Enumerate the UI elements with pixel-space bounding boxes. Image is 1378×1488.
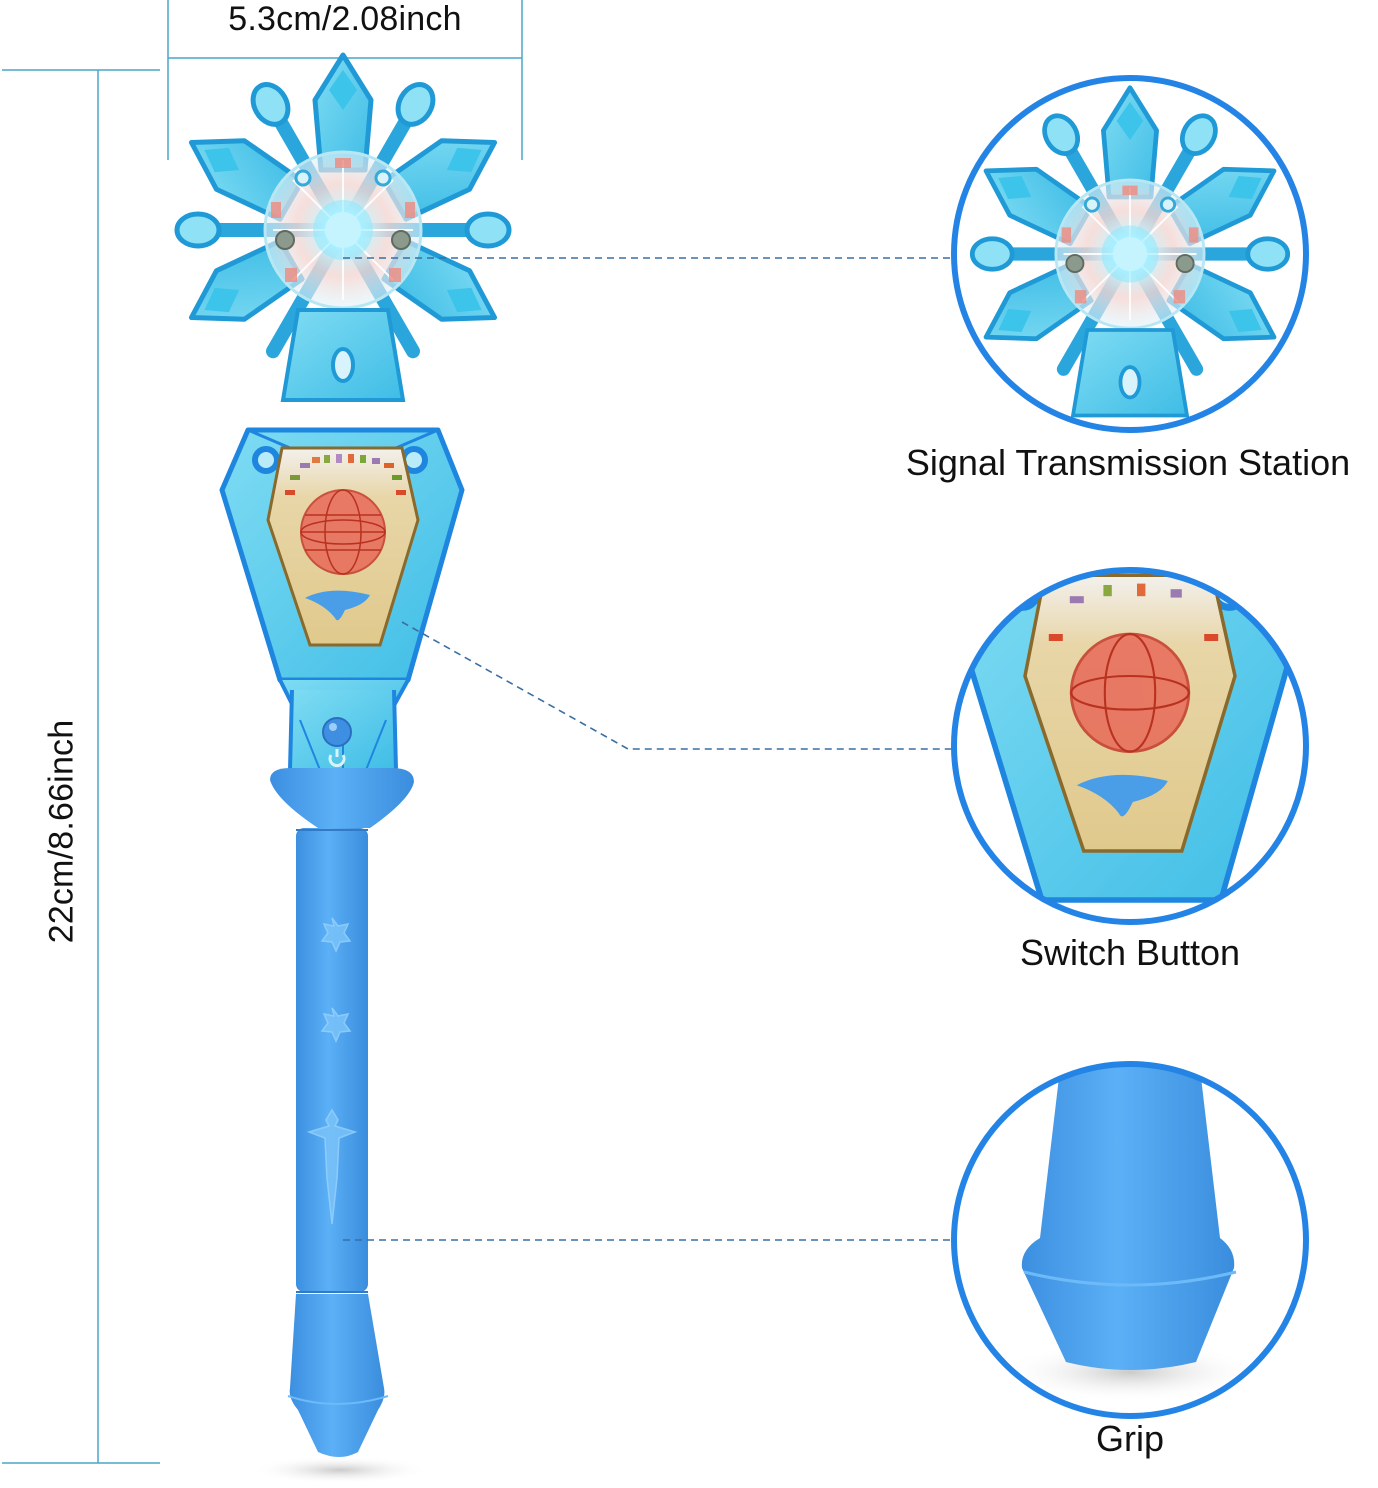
wand-collar (270, 768, 414, 828)
wand-crystal-housing (219, 427, 465, 772)
height-dimension-label: 22cm/8.66inch (42, 719, 81, 944)
width-dimension-label: 5.3cm/2.08inch (228, 0, 462, 38)
wand-shaft (296, 828, 368, 1292)
wand-switch-button (322, 717, 352, 768)
leader-line-switch (401, 621, 952, 750)
shaft-snowflake-emboss (320, 917, 352, 953)
wand-grip (289, 1294, 385, 1457)
shaft-crystal-emboss (306, 1108, 358, 1225)
wand-shadow (250, 1456, 430, 1484)
callout-label-signal-transmission-station: Signal Transmission Station (905, 442, 1351, 483)
callout-label-grip: Grip (1095, 1418, 1164, 1459)
height-dimension-lines (2, 69, 160, 1464)
callout-switch-button (951, 567, 1309, 925)
callout-label-switch-button: Switch Button (1019, 932, 1241, 973)
callout-grip (951, 1061, 1309, 1419)
wand-snowflake-head (177, 55, 509, 400)
leader-lines (343, 257, 952, 1241)
shaft-snowflake-emboss (320, 1007, 352, 1043)
callout-signal-transmission-station (951, 75, 1309, 433)
